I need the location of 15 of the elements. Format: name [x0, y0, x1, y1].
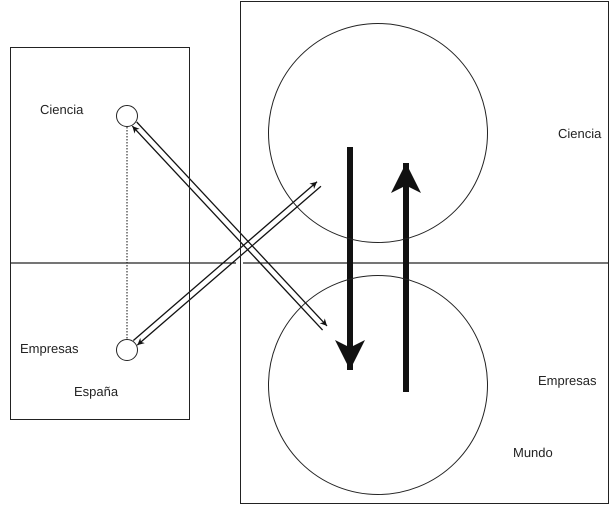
region-label: España — [74, 384, 118, 399]
region-label: Mundo — [513, 445, 553, 460]
arrow — [391, 163, 421, 392]
arrow — [335, 147, 365, 370]
connector-line — [126, 126, 128, 340]
circle — [116, 105, 138, 127]
circle — [268, 275, 488, 495]
region-label: Empresas — [538, 373, 597, 388]
frame — [10, 47, 190, 420]
node-label: Empresas — [20, 341, 79, 356]
node-label: Ciencia — [40, 102, 84, 117]
region-label: Ciencia — [558, 126, 602, 141]
frame — [240, 1, 609, 504]
circle — [116, 339, 138, 361]
circle — [268, 23, 488, 243]
